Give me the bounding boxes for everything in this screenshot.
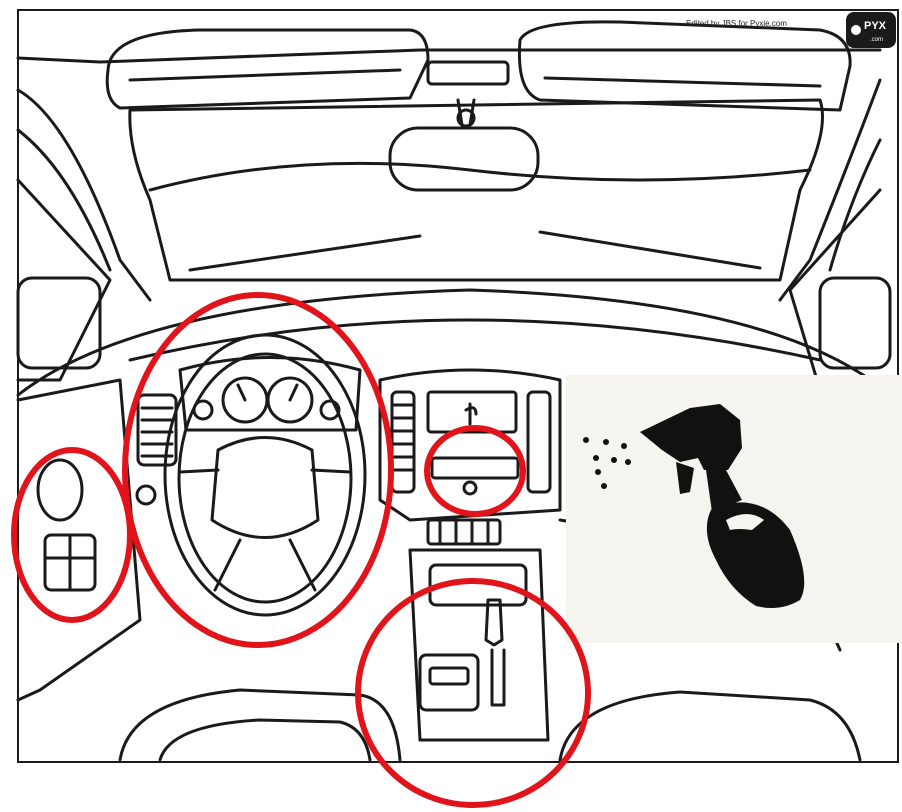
droplet [595, 469, 601, 475]
droplet [583, 437, 589, 443]
droplet [621, 443, 627, 449]
droplet [603, 439, 609, 445]
logo-text: PYX [864, 20, 887, 32]
droplet [611, 457, 617, 463]
droplet [593, 455, 599, 461]
droplet [625, 459, 631, 465]
pyxie-logo: PYX .com [846, 12, 896, 48]
credit-text: Edited by JBS for Pyxie.com [686, 19, 787, 28]
spray-bottle-inset [566, 375, 902, 643]
droplet [601, 483, 607, 489]
logo-mark [851, 25, 861, 35]
logo-sub: .com [870, 37, 883, 43]
